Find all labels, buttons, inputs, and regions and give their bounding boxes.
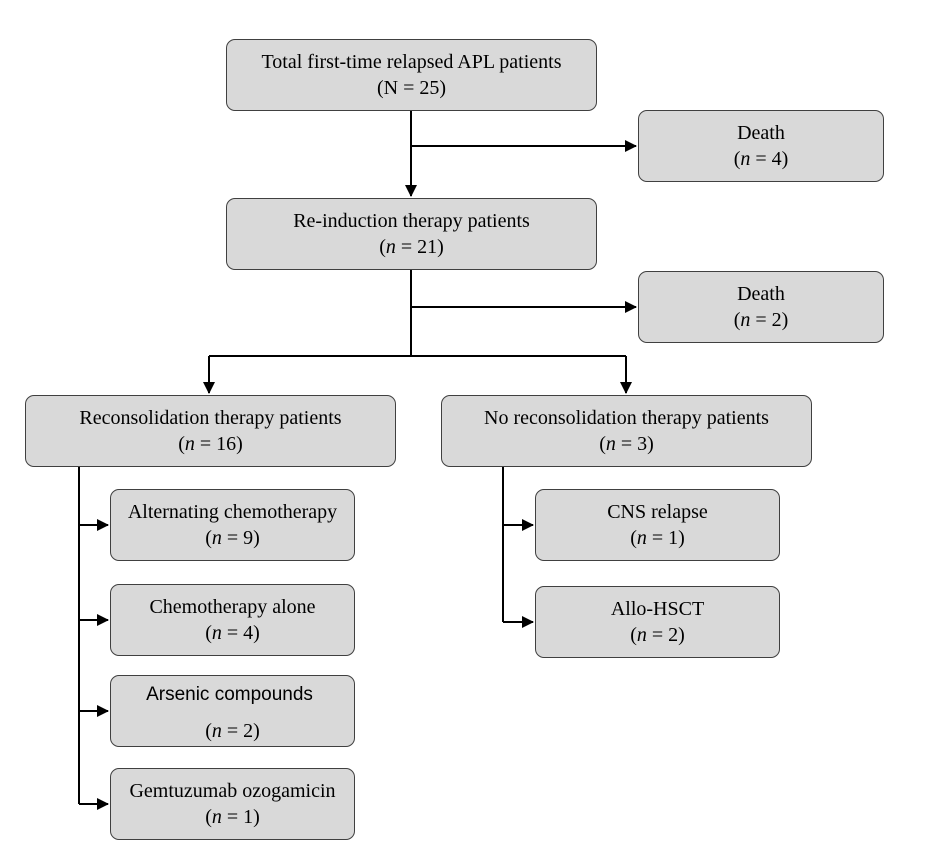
node-death-2: Death (n = 2) — [638, 271, 884, 343]
var-n: n — [605, 433, 616, 455]
node-chemo-alone-label: Chemotherapy alone — [149, 596, 316, 618]
node-alternating-chemotherapy: Alternating chemotherapy (n = 9) — [110, 489, 355, 561]
node-no-reconsolidation: No reconsolidation therapy patients (n =… — [441, 395, 812, 467]
node-reconsolidation-label: Reconsolidation therapy patients — [79, 407, 342, 429]
node-reinduction-count: (n = 21) — [379, 236, 444, 258]
node-no-reconsolidation-label: No reconsolidation therapy patients — [484, 407, 769, 429]
node-chemotherapy-alone: Chemotherapy alone (n = 4) — [110, 584, 355, 656]
var-n: n — [211, 720, 222, 742]
var-n: n — [184, 433, 195, 455]
node-cns-label: CNS relapse — [607, 501, 708, 523]
node-death-1: Death (n = 4) — [638, 110, 884, 182]
var-n: n — [211, 527, 222, 549]
node-gemtuzumab-label: Gemtuzumab ozogamicin — [129, 780, 336, 802]
node-reconsolidation-count: (n = 16) — [178, 433, 243, 455]
node-reconsolidation: Reconsolidation therapy patients (n = 16… — [25, 395, 396, 467]
node-allo-count: (n = 2) — [630, 624, 685, 646]
node-gemtuzumab-ozogamicin: Gemtuzumab ozogamicin (n = 1) — [110, 768, 355, 840]
node-death-1-label: Death — [737, 122, 785, 144]
node-death-1-count: (n = 4) — [733, 148, 789, 170]
node-reinduction-label: Re-induction therapy patients — [293, 210, 530, 232]
node-no-reconsolidation-count: (n = 3) — [599, 433, 654, 455]
node-death-2-label: Death — [737, 283, 785, 305]
node-cns-relapse: CNS relapse (n = 1) — [535, 489, 780, 561]
node-reinduction: Re-induction therapy patients (n = 21) — [226, 198, 597, 270]
var-n: n — [211, 806, 222, 828]
node-gemtuzumab-count: (n = 1) — [205, 806, 260, 828]
node-total-count: (N = 25) — [376, 77, 447, 99]
node-allo-hsct: Allo-HSCT (n = 2) — [535, 586, 780, 658]
node-allo-label: Allo-HSCT — [610, 598, 705, 620]
var-n: n — [636, 527, 647, 549]
node-arsenic-label: Arsenic compounds — [146, 684, 313, 705]
node-arsenic-compounds: Arsenic compounds (n = 2) — [110, 675, 355, 747]
node-total-patients: Total first-time relapsed APL patients (… — [226, 39, 597, 111]
node-chemo-alone-count: (n = 4) — [205, 622, 260, 644]
node-alternating-label: Alternating chemotherapy — [127, 501, 338, 523]
var-n: n — [385, 236, 396, 258]
node-cns-count: (n = 1) — [630, 527, 685, 549]
var-n: n — [636, 624, 647, 646]
node-death-2-count: (n = 2) — [733, 309, 789, 331]
var-n: n — [740, 309, 751, 331]
var-n: n — [211, 622, 222, 644]
node-arsenic-count: (n = 2) — [205, 720, 260, 742]
node-total-label: Total first-time relapsed APL patients — [261, 51, 562, 73]
node-alternating-count: (n = 9) — [205, 527, 260, 549]
var-n: n — [740, 148, 751, 170]
